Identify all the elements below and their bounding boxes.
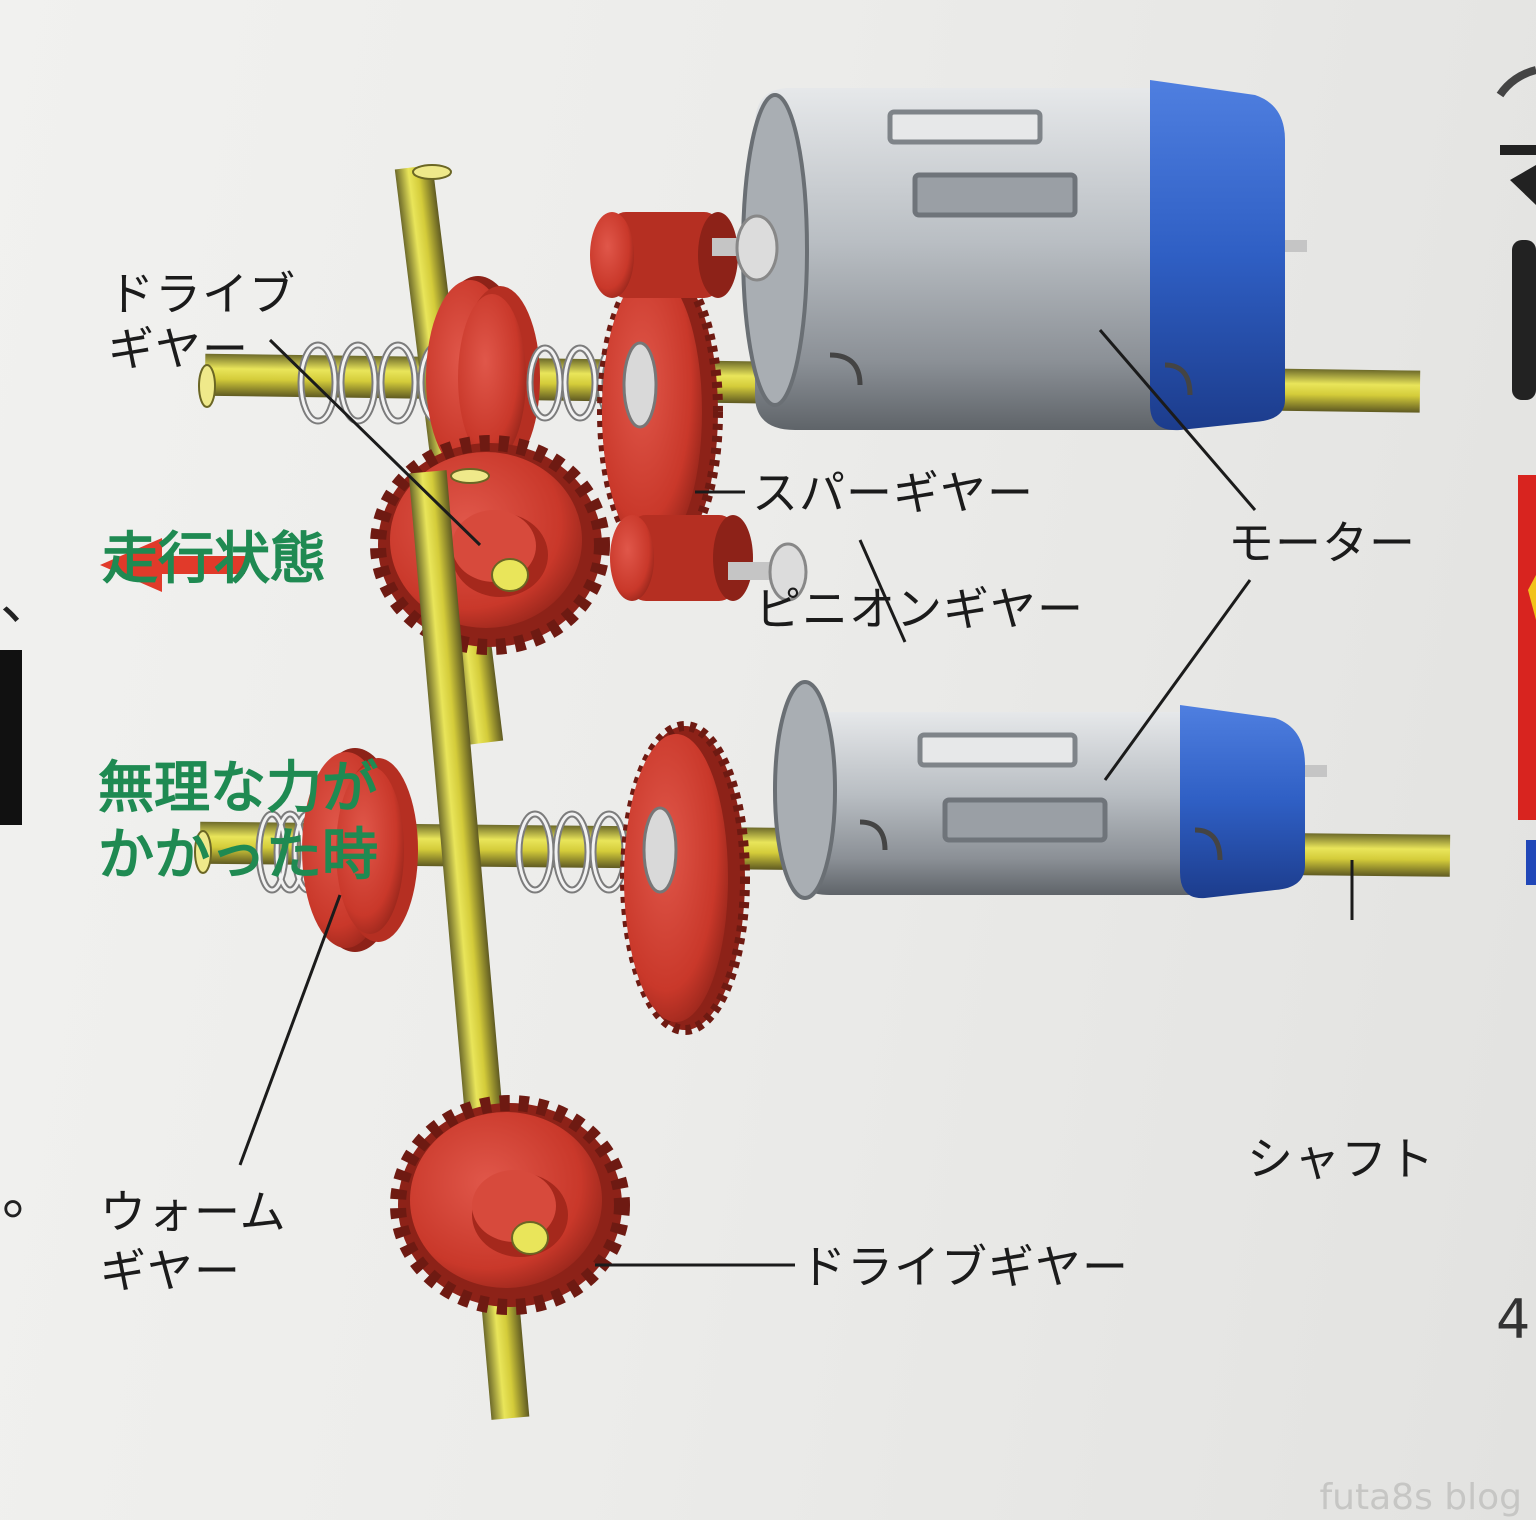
- top-spur-gear: [597, 259, 723, 565]
- overload-state-line1: 無理な力が: [98, 756, 378, 821]
- worm-gear-label-line1: ウォーム: [100, 1185, 287, 1239]
- top-worm-gear: [426, 276, 540, 480]
- leader-lines: [238, 329, 1354, 1267]
- page-number: 4: [1496, 1288, 1531, 1351]
- bottom-worm-gear: [302, 748, 418, 952]
- top-assembly: [198, 80, 1421, 746]
- left-edge-period: 。: [2, 1163, 58, 1228]
- drive-gear-bottom-label: ドライブギヤー: [800, 1240, 1129, 1294]
- worm-gear-label-line2: ギヤー: [100, 1244, 241, 1298]
- top-pinion-gear: [590, 212, 760, 298]
- motor-label: モーター: [1228, 516, 1416, 570]
- overload-state-line2: かかった時: [98, 823, 378, 888]
- spur-gear-label: スパーギヤー: [752, 466, 1034, 520]
- bottom-spur-gear: [620, 721, 750, 1035]
- drive-gear-top-label-line1: ドライブ: [108, 267, 296, 321]
- bottom-pinion-gear: [610, 515, 778, 601]
- bottom-drive-gear: [390, 1095, 630, 1315]
- left-edge-comma: 、: [0, 568, 56, 633]
- red-arrow: [100, 538, 245, 592]
- top-motor: [735, 80, 1307, 431]
- watermark: futa8s blog: [1319, 1477, 1523, 1518]
- pinion-gear-label: ピニオンギヤー: [755, 582, 1084, 636]
- drive-gear-top-label-line2: ギヤー: [108, 322, 249, 376]
- right-edge-graphics: [0, 66, 1536, 885]
- running-state-label: 走行状態: [102, 527, 326, 592]
- shaft-label: シャフト: [1247, 1132, 1435, 1186]
